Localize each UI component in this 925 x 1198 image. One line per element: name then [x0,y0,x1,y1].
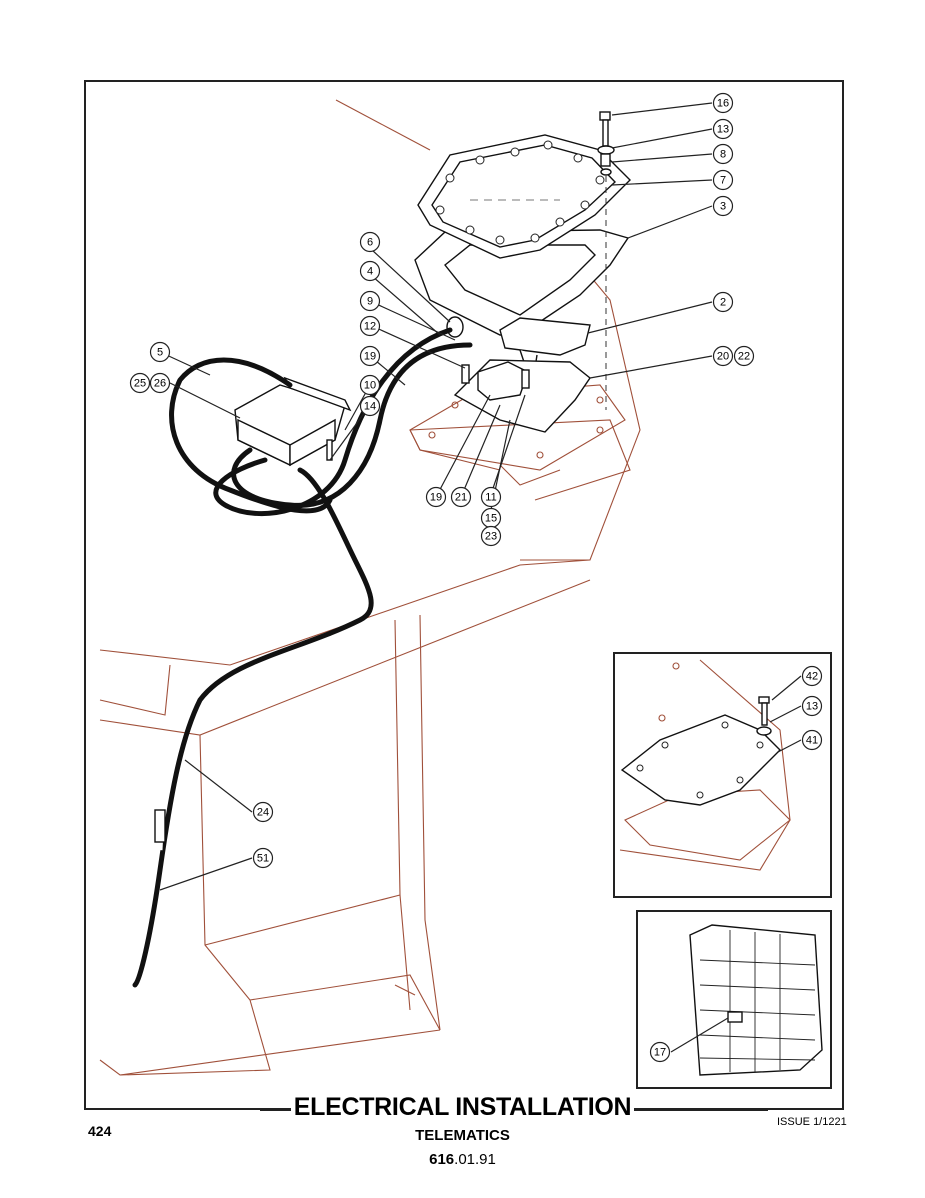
section-code-rest: .01.91 [454,1151,496,1168]
page-title: ELECTRICAL INSTALLATION [0,1093,925,1122]
callout-label: 19 [364,351,376,363]
cab-outline [99,99,641,1076]
callout-label: 23 [485,531,497,543]
telematics-module [499,317,591,369]
callout-inset-top-1: 42 [801,665,823,687]
callout-label: 12 [364,321,376,333]
control-unit [234,376,352,467]
callout-main-8: 22 [733,345,755,367]
callout-main-18: 26 [149,372,171,394]
callout-group: 16 13 8 7 3 2 20 22 6 4 9 12 19 10 14 5 25 26 19 21 11 15 23 24… [129,92,823,1063]
callout-main-22: 15 [480,507,502,529]
callout-label: 21 [455,492,467,504]
callout-main-6: 2 [712,291,734,313]
callout-label: 17 [654,1047,666,1059]
callout-label: 19 [430,492,442,504]
callout-main-24: 24 [252,801,274,823]
callout-main-11: 9 [359,290,381,312]
callout-main-14: 10 [359,374,381,396]
callout-label: 11 [485,492,496,504]
callout-label: 51 [257,853,269,865]
callout-label: 13 [717,124,729,136]
callout-main-3: 8 [712,143,734,165]
screw-stack [597,111,615,410]
callout-label: 9 [367,296,373,308]
callout-label: 14 [364,401,376,413]
callout-label: 24 [257,807,269,819]
callout-label: 6 [367,237,373,249]
callout-label: 13 [806,701,818,713]
inset-cover-detail [613,652,832,898]
gasket [414,229,630,336]
callout-label: 16 [717,98,729,110]
callout-label: 25 [134,378,146,390]
callout-label: 22 [738,351,750,363]
callout-inset-bottom-1: 17 [649,1041,671,1063]
page-subtitle: TELEMATICS [415,1127,510,1144]
inset-fuse-box [636,910,832,1089]
callout-main-7: 20 [712,345,734,367]
callout-label: 8 [720,149,726,161]
callout-label: 7 [720,175,726,187]
section-code-bold: 616 [429,1151,455,1168]
callout-main-5: 3 [712,195,734,217]
callout-main-25: 51 [252,847,274,869]
leader-lines [159,102,713,891]
callout-label: 5 [157,347,163,359]
callout-label: 4 [367,266,373,278]
callout-main-19: 19 [425,486,447,508]
cable-harness [132,327,473,988]
page-title-text: ELECTRICAL INSTALLATION [290,1093,635,1121]
bracket [446,316,591,433]
callout-main-17: 25 [129,372,151,394]
page-number: 424 [88,1123,112,1139]
callout-inset-top-2: 13 [801,695,823,717]
callout-label: 15 [485,513,497,525]
callout-label: 26 [154,378,166,390]
callout-main-16: 5 [149,341,171,363]
callout-label: 10 [364,380,376,392]
callout-label: 20 [717,351,729,363]
callout-main-9: 6 [359,231,381,253]
callout-label: 2 [720,297,726,309]
callout-main-1: 16 [712,92,734,114]
callout-main-10: 4 [359,260,381,282]
callout-main-21: 11 [480,486,502,508]
callout-label: 41 [806,735,818,747]
callout-main-2: 13 [712,118,734,140]
section-code: 616.01.91 [0,1151,925,1168]
callout-main-15: 14 [359,395,381,417]
callout-main-20: 21 [450,486,472,508]
callout-label: 42 [806,671,818,683]
callout-main-12: 12 [359,315,381,337]
callout-main-4: 7 [712,169,734,191]
title-rule-right [560,1109,768,1111]
issue-label: ISSUE 1/1221 [777,1116,847,1128]
callout-inset-top-3: 41 [801,729,823,751]
callout-label: 3 [720,201,726,213]
callout-main-23: 23 [480,525,502,547]
cover-plate [417,134,631,259]
callout-main-13: 19 [359,345,381,367]
